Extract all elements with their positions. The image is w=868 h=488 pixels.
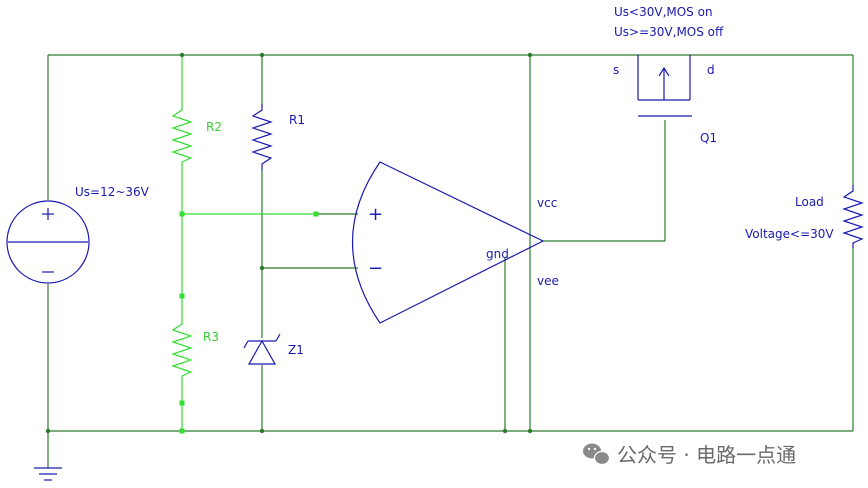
vee-label: vee: [537, 274, 559, 288]
node-dot: [259, 52, 265, 58]
node-dot: [313, 211, 319, 217]
node-dot: [259, 428, 265, 434]
node-dot: [259, 265, 265, 271]
zener-diode: [243, 333, 281, 365]
resistor-r2: [171, 104, 193, 168]
node-dot: [179, 293, 185, 299]
resistor-r3: [171, 318, 193, 381]
watermark-text: 公众号 · 电路一点通: [617, 443, 796, 467]
zener-label: Z1: [288, 343, 304, 357]
source-label: Us=12~36V: [75, 185, 150, 199]
load-label: Load: [795, 195, 824, 209]
r3-label: R3: [203, 330, 219, 344]
vcc-label: vcc: [537, 196, 557, 210]
resistor-r1: [251, 104, 273, 170]
mosfet-q1: [637, 55, 692, 117]
node-dot: [179, 428, 185, 434]
gnd-label: gnd: [486, 247, 509, 261]
node-dot: [502, 428, 508, 434]
mosfet-drain-pin: d: [707, 63, 715, 77]
node-dot: [45, 428, 51, 434]
r2-label: R2: [206, 120, 222, 134]
mosfet-source-pin: s: [613, 63, 619, 77]
node-dot: [527, 52, 533, 58]
node-dot: [179, 400, 185, 406]
node-dots: [45, 52, 533, 434]
divider-wires: [181, 55, 316, 431]
wires: [47, 54, 854, 468]
wechat-icon: [583, 443, 611, 466]
load-resistor: [842, 185, 864, 248]
r1-label: R1: [289, 113, 305, 127]
opamp-minus: −: [368, 258, 383, 279]
opamp: [351, 161, 545, 324]
annotation-mos-on: Us<30V,MOS on: [614, 5, 713, 19]
ground-symbol: [34, 467, 62, 481]
node-dot: [179, 211, 185, 217]
node-dot: [527, 428, 533, 434]
node-dot: [179, 52, 185, 58]
opamp-plus: +: [368, 204, 383, 225]
voltage-source: [6, 200, 90, 284]
load-voltage-label: Voltage<=30V: [745, 227, 834, 241]
annotation-mos-off: Us>=30V,MOS off: [614, 25, 724, 39]
mosfet-label: Q1: [700, 131, 717, 145]
